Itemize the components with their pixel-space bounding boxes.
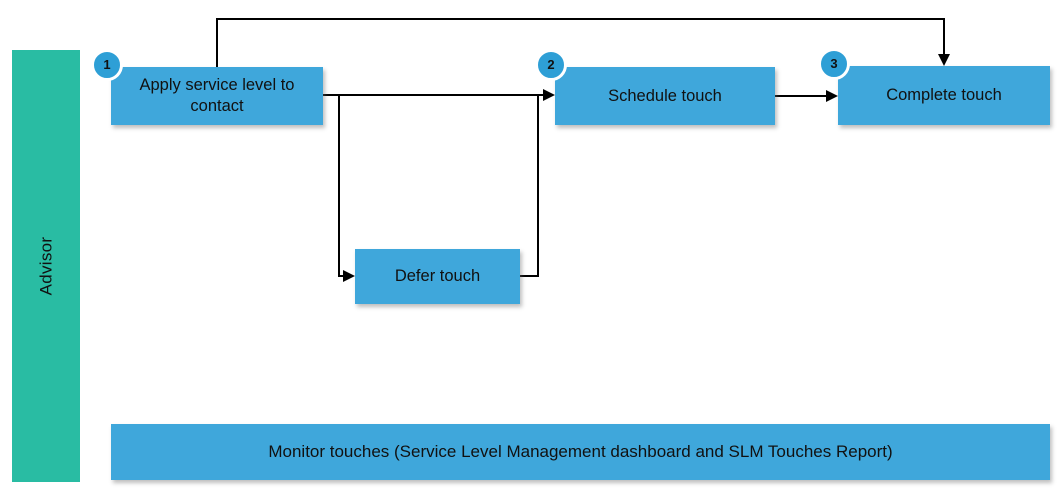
- swimlane-label: Advisor: [35, 236, 55, 296]
- step-1-number-badge: 1: [91, 49, 123, 81]
- monitor-touches-label: Monitor touches (Service Level Managemen…: [268, 442, 893, 462]
- step-complete-touch-label: Complete touch: [886, 86, 1002, 105]
- step-defer-touch: Defer touch: [355, 249, 520, 304]
- arrowhead-feedback-down: [938, 54, 950, 66]
- arrowhead-into-schedule: [543, 89, 555, 101]
- arrowhead-into-complete: [826, 90, 838, 102]
- arrowhead-into-defer: [343, 270, 355, 282]
- monitor-touches-bar: Monitor touches (Service Level Managemen…: [111, 424, 1050, 480]
- step-apply-service-level: 1 Apply service level to contact: [91, 49, 323, 125]
- step-defer-touch-label: Defer touch: [394, 267, 481, 286]
- connector-branch-to-defer: [338, 95, 346, 277]
- advisor-swimlane: Advisor: [12, 50, 80, 482]
- step-apply-service-level-label: Apply service level to contact: [139, 76, 295, 115]
- connector-defer-return: [520, 95, 539, 277]
- step-schedule-touch: 2 Schedule touch: [535, 49, 775, 125]
- step-3-number-badge: 3: [818, 48, 850, 80]
- step-complete-touch: 3 Complete touch: [818, 48, 1050, 125]
- step-schedule-touch-label: Schedule touch: [608, 86, 722, 105]
- step-2-number-badge: 2: [535, 49, 567, 81]
